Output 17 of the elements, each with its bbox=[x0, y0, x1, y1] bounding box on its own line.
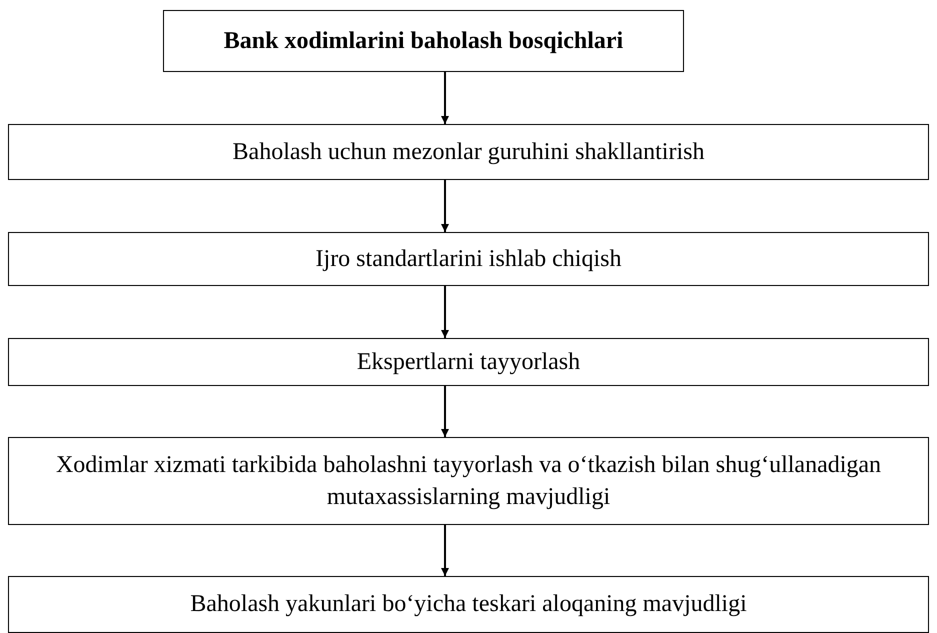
arrow bbox=[441, 386, 449, 437]
process-box bbox=[8, 437, 929, 525]
arrow bbox=[441, 286, 449, 338]
process-box bbox=[8, 576, 929, 633]
process-box bbox=[8, 338, 929, 386]
step-text: Baholash uchun mezonlar guruhini shakllantirish bbox=[232, 138, 704, 167]
arrow bbox=[441, 72, 449, 124]
process-box bbox=[8, 232, 929, 286]
step-text: Baholash yakunlari bo‘yicha teskari aloqaning mavjudligi bbox=[190, 590, 747, 620]
title-text: Bank xodimlarini baholash bosqichlari bbox=[224, 26, 624, 56]
process-box bbox=[163, 10, 684, 72]
arrow bbox=[441, 180, 449, 232]
step-text: Ekspertlarni tayyorlash bbox=[356, 348, 580, 377]
step-text: Ijro standartlarini ishlab chiqish bbox=[316, 244, 622, 274]
arrow bbox=[441, 525, 449, 576]
process-box bbox=[8, 124, 929, 180]
step-text: Xodimlar xizmati tarkibida baholashni tayyorlash va o‘tkazish bilan shug‘ullanadigan mutaxassislarning mavjudligi bbox=[54, 450, 882, 512]
